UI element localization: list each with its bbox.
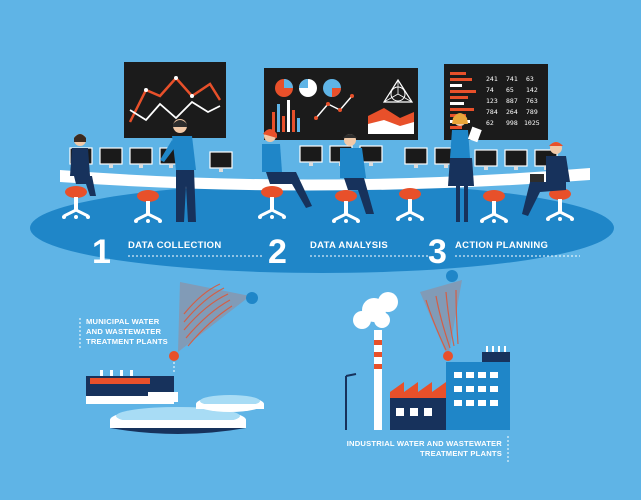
screen-value: 763 <box>526 97 538 105</box>
screen-value: 62 <box>486 119 494 127</box>
plant-label-line: TREATMENT PLANTS <box>420 449 502 458</box>
step-number: 1 <box>92 233 111 271</box>
treatment-tank <box>196 395 264 412</box>
action-screen-numbers: 241 741 63 74 65 142 123 887 763 784 264… <box>486 75 540 127</box>
industrial-sensor <box>420 270 462 361</box>
screen-value: 74 <box>486 86 494 94</box>
data-analysis-screen <box>264 68 418 140</box>
screen-value: 241 <box>486 75 498 83</box>
step-number: 3 <box>428 233 447 271</box>
treatment-tank <box>110 407 246 434</box>
plant-label-line: TREATMENT PLANTS <box>86 337 168 346</box>
plant-label-line: MUNICIPAL WATER <box>86 317 160 326</box>
municipal-plant <box>86 370 264 434</box>
data-collection-screen <box>124 62 226 138</box>
sensor-node-icon <box>446 270 458 282</box>
screen-value: 142 <box>526 86 538 94</box>
plant-label-line: INDUSTRIAL WATER AND WASTEWATER <box>347 439 503 448</box>
step-label: ACTION PLANNING <box>455 240 548 251</box>
bar-chart-icon <box>272 100 300 132</box>
person-seated-left <box>70 134 96 196</box>
person-seated-center-right <box>340 134 374 214</box>
municipal-plant-label: MUNICIPAL WATER AND WASTEWATER TREATMENT… <box>79 317 168 348</box>
screen-value: 63 <box>526 75 534 83</box>
step-number: 2 <box>268 233 287 271</box>
tablet-icon <box>467 126 482 143</box>
screen-value: 789 <box>526 108 538 116</box>
person-seated-right <box>522 142 570 216</box>
screen-value: 65 <box>506 86 514 94</box>
screen-value: 998 <box>506 119 518 127</box>
radar-chart-icon <box>382 78 414 103</box>
screen-value: 1025 <box>524 119 540 127</box>
screen-value: 741 <box>506 75 518 83</box>
screen-value: 123 <box>486 97 498 105</box>
action-planning-screen: 241 741 63 74 65 142 123 887 763 784 264… <box>444 64 548 140</box>
person-seated-center-left <box>262 129 312 208</box>
step-2: 2 DATA ANALYSIS <box>268 233 428 271</box>
step-label: DATA COLLECTION <box>128 240 222 251</box>
step-1: 1 DATA COLLECTION <box>92 233 262 271</box>
screen-value: 784 <box>486 108 498 116</box>
screen-value: 264 <box>506 108 518 116</box>
step-3: 3 ACTION PLANNING <box>428 233 580 271</box>
sensor-node-icon <box>443 351 453 361</box>
sensor-node-icon <box>246 292 258 304</box>
municipal-sensor <box>169 282 258 372</box>
person-standing-left <box>160 119 196 222</box>
smoke-cloud <box>353 292 398 329</box>
person-standing-right <box>448 113 482 222</box>
sensor-node-icon <box>169 351 179 361</box>
plant-label-line: AND WASTEWATER <box>86 327 162 336</box>
laptop-icon <box>530 174 544 182</box>
industrial-plant-label: INDUSTRIAL WATER AND WASTEWATER TREATMEN… <box>347 436 509 462</box>
screen-value: 887 <box>506 97 518 105</box>
step-label: DATA ANALYSIS <box>310 240 388 251</box>
industrial-plant <box>345 292 510 430</box>
